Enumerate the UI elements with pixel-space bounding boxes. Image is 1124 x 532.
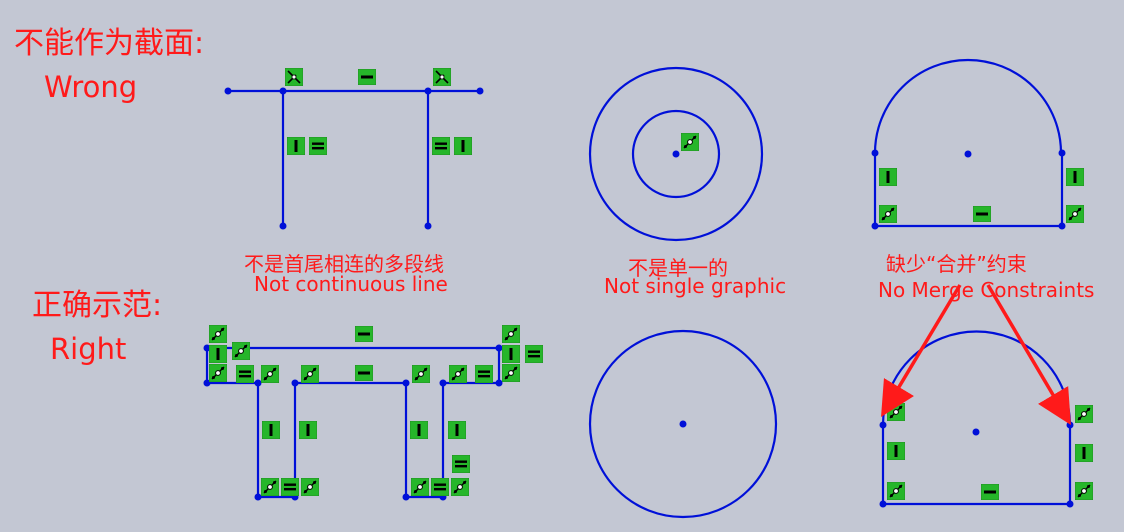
wrong-concentric-circles xyxy=(588,66,764,242)
right-arch-sketch xyxy=(879,330,1093,508)
caption-1-en: Not continuous line xyxy=(254,272,448,296)
caption-2-en: Not single graphic xyxy=(604,274,787,298)
wrong-sketch-lines xyxy=(224,68,484,230)
right-title-en: Right xyxy=(50,332,127,366)
caption-3-cn: 缺少“合并”约束 xyxy=(886,252,1027,276)
caption-3-en: No Merge Constraints xyxy=(878,278,1095,302)
merge-arrows xyxy=(881,284,1071,426)
right-t-profile xyxy=(203,325,543,501)
caption-2-cn: 不是单一的 xyxy=(628,256,728,280)
wrong-arch-sketch xyxy=(871,58,1084,230)
caption-1-cn: 不是首尾相连的多段线 xyxy=(244,252,444,276)
right-title-cn: 正确示范: xyxy=(32,288,163,323)
wrong-title-cn: 不能作为截面: xyxy=(14,26,205,61)
right-single-circle xyxy=(588,329,778,519)
wrong-title-en: Wrong xyxy=(44,70,138,104)
